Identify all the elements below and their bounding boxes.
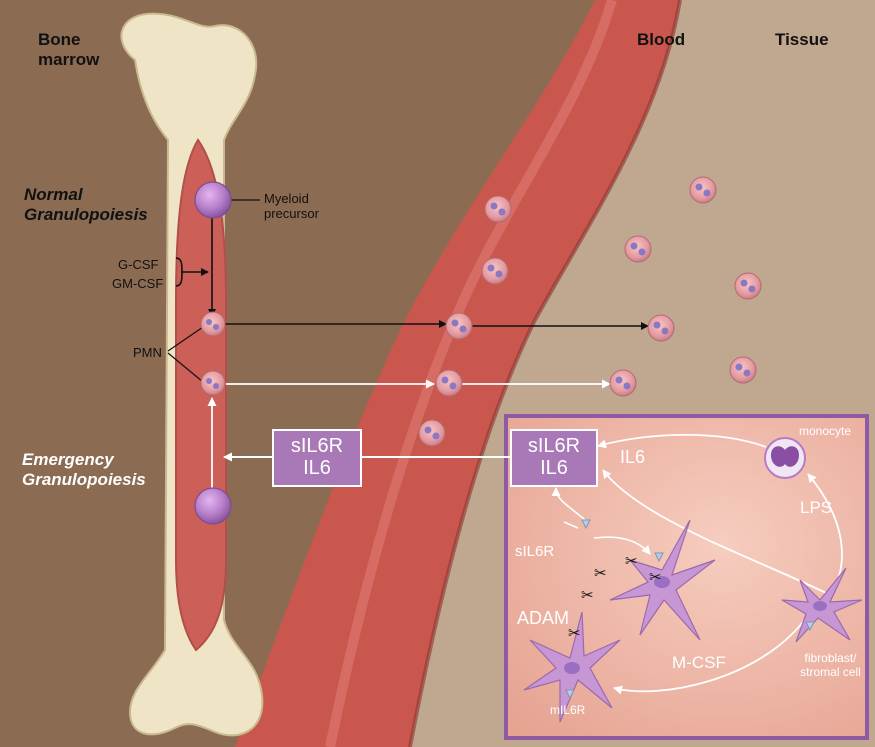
box-line-1: sIL6R [512, 435, 596, 457]
svg-text:✂: ✂ [594, 564, 607, 582]
pmn-cell [201, 312, 225, 336]
sil6r-label: sIL6R [515, 543, 554, 560]
svg-text:✂: ✂ [649, 568, 662, 586]
pmn-label: PMN [133, 346, 162, 361]
box-line-1: sIL6R [274, 435, 360, 457]
sil6r-il6-box-bone: sIL6R IL6 [272, 429, 362, 487]
blood-header: Blood [637, 30, 685, 50]
fibroblast-label: fibroblast/ stromal cell [793, 652, 868, 680]
gm-csf-label: GM-CSF [112, 277, 163, 292]
tissue-header: Tissue [775, 30, 829, 50]
emergency-granulopoiesis-label: Emergency Granulopoiesis [22, 450, 172, 489]
box-line-2: IL6 [274, 457, 360, 479]
monocyte-label: monocyte [799, 425, 851, 439]
mil6r-label: mIL6R [550, 704, 585, 718]
pmn-cell [201, 371, 225, 395]
svg-text:✂: ✂ [581, 586, 594, 604]
m-csf-label: M-CSF [672, 653, 726, 673]
monocyte-cell [765, 438, 805, 478]
il6-label: IL6 [620, 447, 645, 468]
normal-granulopoiesis-label: Normal Granulopoiesis [24, 185, 174, 224]
adam-label: ADAM [517, 608, 569, 629]
box-line-2: IL6 [512, 457, 596, 479]
g-csf-label: G-CSF [118, 258, 158, 273]
svg-text:✂: ✂ [568, 624, 581, 642]
bone-marrow-header: Bone marrow [38, 30, 108, 69]
sil6r-il6-box-tissue: sIL6R IL6 [510, 429, 598, 487]
lps-label: LPS [800, 498, 832, 518]
svg-text:✂: ✂ [625, 552, 638, 570]
myeloid-precursor-label: Myeloid precursor [264, 192, 344, 222]
